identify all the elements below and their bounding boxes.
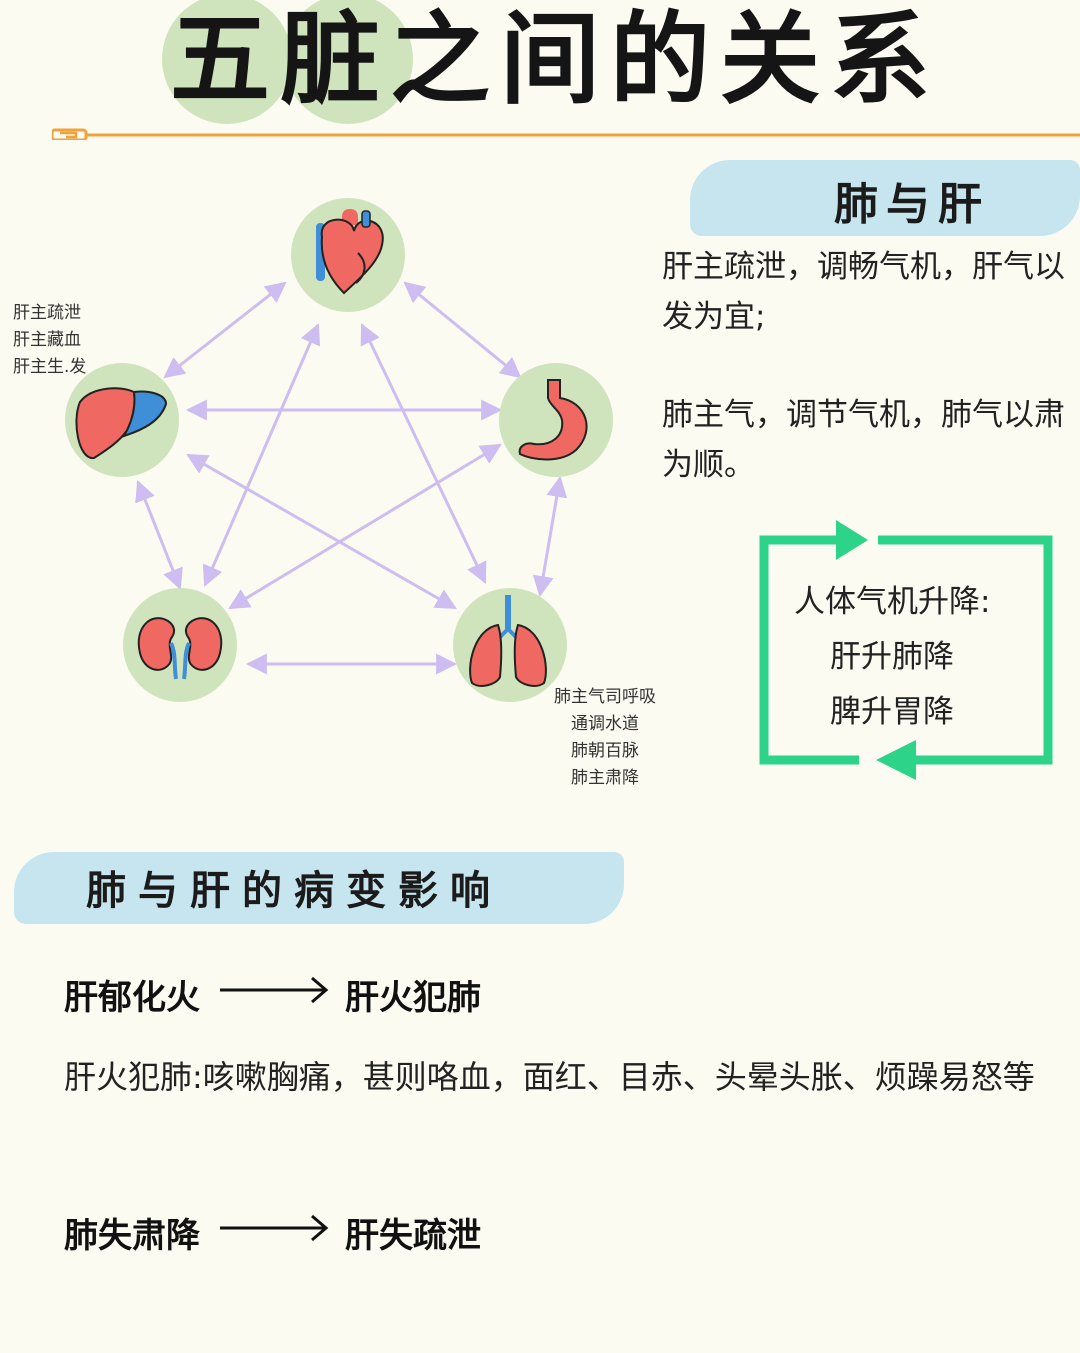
- stomach-organ: [499, 363, 613, 477]
- relationship-arrows: [135, 281, 568, 675]
- section-title-pathology: 肺与肝的病变影响: [86, 868, 502, 914]
- qi-cycle-box: [759, 520, 1053, 780]
- lung-note-line: 肺朝百脉: [571, 741, 639, 761]
- liver-paragraph: 肝主疏泄，调畅气机，肝气以 发为宜;: [662, 242, 1065, 342]
- liver-note-line: 肝主生.发: [13, 357, 87, 377]
- title-divider: [52, 128, 1080, 140]
- relation-arrow-icon: [220, 1214, 329, 1242]
- arrow-heart-liver: [163, 281, 287, 379]
- section-banner-brush: [690, 160, 1080, 236]
- arrow-stomach-lung: [532, 475, 568, 598]
- title-decoration-circle: [162, 0, 292, 124]
- cycle-heading: 人体气机升降:: [794, 584, 991, 620]
- arrow-heart-stomach: [403, 281, 522, 379]
- lung-icon: [469, 595, 547, 687]
- relation-effect: 肝火犯肺: [345, 978, 481, 1018]
- paragraph-line: 肝主疏泄，调畅气机，肝气以: [662, 249, 1065, 285]
- liver-icon: [75, 387, 168, 459]
- paragraph-line: 为顺。: [662, 447, 755, 483]
- kidney-organ: [123, 588, 237, 702]
- arrow-liver-kidney: [135, 480, 183, 590]
- cycle-arrow-top: [836, 520, 868, 560]
- page-title: 五脏之间的关系: [170, 1, 940, 118]
- liver-functions-note: 肝主疏泄 肝主藏血 肝主生.发: [13, 300, 86, 381]
- cycle-arrow-bottom: [876, 740, 916, 780]
- heart-organ: [291, 198, 405, 312]
- lung-note-line: 肺主气司呼吸: [554, 687, 656, 707]
- liver-organ: [65, 363, 179, 477]
- liver-note-line: 肝主藏血: [13, 330, 81, 350]
- section-banner-brush: [14, 852, 624, 924]
- arrow-stomach-kidney: [228, 443, 502, 610]
- pathology-description: 肝火犯肺:咳嗽胸痛，甚则咯血，面红、目赤、头晕头胀、烦躁易怒等: [64, 1058, 1035, 1096]
- title-decoration-circle: [283, 0, 413, 124]
- relation-effect: 肝失疏泄: [345, 1216, 481, 1256]
- paragraph-line: 肺主气，调节气机，肺气以肃: [662, 397, 1065, 433]
- liver-note-line: 肝主疏泄: [13, 303, 81, 323]
- lung-organ: [453, 588, 567, 702]
- cycle-line-spleen-stomach: 脾升胃降: [830, 694, 954, 730]
- heart-icon: [316, 209, 384, 295]
- section-title-lung-liver: 肺与肝: [834, 179, 990, 230]
- five-organs-diagram: [65, 198, 613, 702]
- arrow-heart-lung: [360, 323, 487, 584]
- relation-cause: 肝郁化火: [64, 978, 200, 1018]
- relation-cause: 肺失肃降: [64, 1216, 200, 1256]
- kidney-icon: [137, 617, 223, 680]
- paragraph-line: 发为宜;: [662, 299, 766, 335]
- stomach-icon: [518, 379, 588, 461]
- arrow-heart-kidney: [202, 323, 321, 587]
- lung-note-line: 通调水道: [571, 714, 639, 734]
- lung-paragraph: 肺主气，调节气机，肺气以肃 为顺。: [662, 390, 1065, 490]
- lung-functions-note: 肺主气司呼吸 通调水道 肺朝百脉 肺主肃降: [545, 684, 665, 792]
- cycle-line-liver-lung: 肝升肺降: [830, 639, 954, 675]
- relation-arrow-icon: [220, 976, 329, 1004]
- lung-note-line: 肺主肃降: [571, 768, 639, 788]
